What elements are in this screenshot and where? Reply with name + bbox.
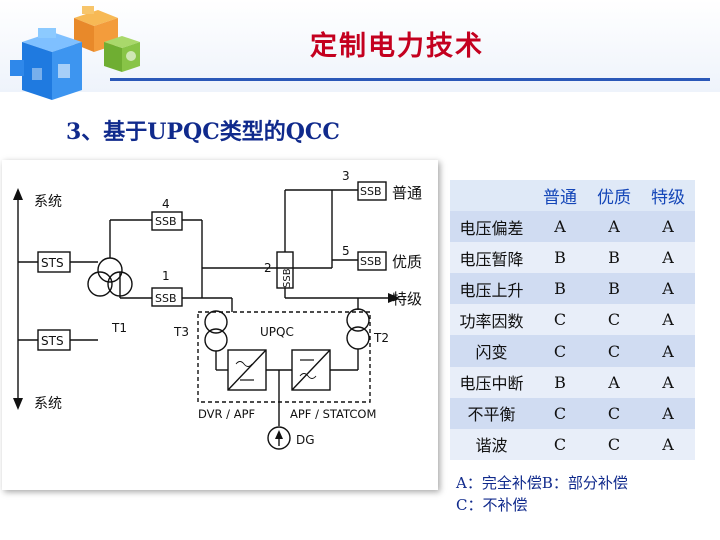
label-load-quality: 优质 bbox=[392, 253, 422, 271]
label-ssb3: SSB bbox=[360, 185, 382, 198]
label-ssb4: SSB bbox=[155, 215, 177, 228]
table-row: 谐波 C C A bbox=[450, 428, 695, 460]
table-cell: B bbox=[533, 366, 587, 398]
table-cell: A bbox=[587, 211, 641, 243]
label-t2: T2 bbox=[373, 331, 389, 345]
label-num5: 5 bbox=[342, 244, 350, 258]
label-num3: 3 bbox=[342, 169, 350, 183]
table-cell: A bbox=[641, 428, 695, 460]
table-cell: A bbox=[641, 211, 695, 243]
section-heading: 3、基于UPQC类型的QCC bbox=[66, 119, 340, 145]
puzzle-cubes-logo bbox=[10, 6, 140, 100]
table-row: 不平衡 C C A bbox=[450, 397, 695, 429]
table-header-row: 普通 优质 特级 bbox=[450, 180, 695, 212]
table-row: 闪变 C C A bbox=[450, 335, 695, 367]
label-upqc: UPQC bbox=[260, 325, 294, 339]
table-row: 电压中断 B A A bbox=[450, 366, 695, 398]
label-num2: 2 bbox=[264, 261, 272, 275]
row-label: 不平衡 bbox=[450, 397, 533, 429]
label-load-normal: 普通 bbox=[392, 184, 422, 202]
label-ssb2: SSB bbox=[282, 268, 293, 288]
row-label: 电压暂降 bbox=[450, 242, 533, 274]
table-cell: C bbox=[587, 335, 641, 367]
table-cell: A bbox=[641, 273, 695, 305]
label-system-bottom: 系统 bbox=[34, 396, 62, 412]
table-header-cell: 优质 bbox=[587, 180, 641, 212]
table-cell: C bbox=[533, 397, 587, 429]
table-cell: A bbox=[641, 366, 695, 398]
table-cell: A bbox=[641, 335, 695, 367]
table-cell: C bbox=[533, 335, 587, 367]
table-cell: B bbox=[587, 242, 641, 274]
table-cell: C bbox=[587, 397, 641, 429]
label-num4: 4 bbox=[162, 197, 170, 211]
table-header-cell bbox=[450, 180, 533, 212]
row-label: 谐波 bbox=[450, 428, 533, 460]
label-load-special: 特级 bbox=[392, 290, 422, 308]
table-cell: A bbox=[641, 304, 695, 336]
row-label: 电压偏差 bbox=[450, 211, 533, 243]
circuit-svg: 系统 系统 STS STS SSB SSB SSB SSB SSB 1 2 3 … bbox=[13, 169, 422, 450]
table-cell: C bbox=[587, 304, 641, 336]
slide-title: 定制电力技术 bbox=[310, 31, 484, 62]
table-row: 电压上升 B B A bbox=[450, 273, 695, 305]
upqc-qcc-diagram: 系统 系统 STS STS SSB SSB SSB SSB SSB 1 2 3 … bbox=[2, 160, 438, 490]
label-system-top: 系统 bbox=[34, 194, 62, 210]
table-cell: B bbox=[587, 273, 641, 305]
table-cell: B bbox=[533, 273, 587, 305]
table-cell: A bbox=[533, 211, 587, 243]
row-label: 闪变 bbox=[450, 335, 533, 367]
table-cell: A bbox=[641, 397, 695, 429]
label-dg: DG bbox=[296, 433, 315, 447]
compensation-table: 普通 优质 特级 电压偏差 A A A 电压暂降 B B A 电压上升 B B … bbox=[450, 180, 695, 460]
table-row: 电压偏差 A A A bbox=[450, 211, 695, 243]
table-header-cell: 特级 bbox=[641, 180, 695, 212]
label-dvr-apf: DVR / APF bbox=[198, 407, 255, 421]
label-t1: T1 bbox=[111, 321, 127, 335]
table-cell: B bbox=[533, 242, 587, 274]
table-cell: C bbox=[533, 428, 587, 460]
row-label: 电压上升 bbox=[450, 273, 533, 305]
legend-line-2: C：不补偿 bbox=[456, 496, 528, 514]
grade-legend: A：完全补偿B：部分补偿 C：不补偿 bbox=[456, 472, 628, 516]
table-cell: A bbox=[641, 242, 695, 274]
label-num1: 1 bbox=[162, 269, 170, 283]
table-row: 电压暂降 B B A bbox=[450, 242, 695, 274]
table-row: 功率因数 C C A bbox=[450, 304, 695, 336]
label-apf-statcom: APF / STATCOM bbox=[290, 407, 376, 421]
table-header-cell: 普通 bbox=[533, 180, 587, 212]
label-t3: T3 bbox=[173, 325, 189, 339]
header-rule bbox=[110, 78, 710, 81]
legend-line-1: A：完全补偿B：部分补偿 bbox=[456, 474, 628, 492]
label-sts-top: STS bbox=[41, 256, 64, 270]
label-sts-bottom: STS bbox=[41, 334, 64, 348]
table-cell: A bbox=[587, 366, 641, 398]
row-label: 功率因数 bbox=[450, 304, 533, 336]
label-ssb5: SSB bbox=[360, 255, 382, 268]
table-cell: C bbox=[587, 428, 641, 460]
label-ssb1: SSB bbox=[155, 292, 177, 305]
table-cell: C bbox=[533, 304, 587, 336]
row-label: 电压中断 bbox=[450, 366, 533, 398]
